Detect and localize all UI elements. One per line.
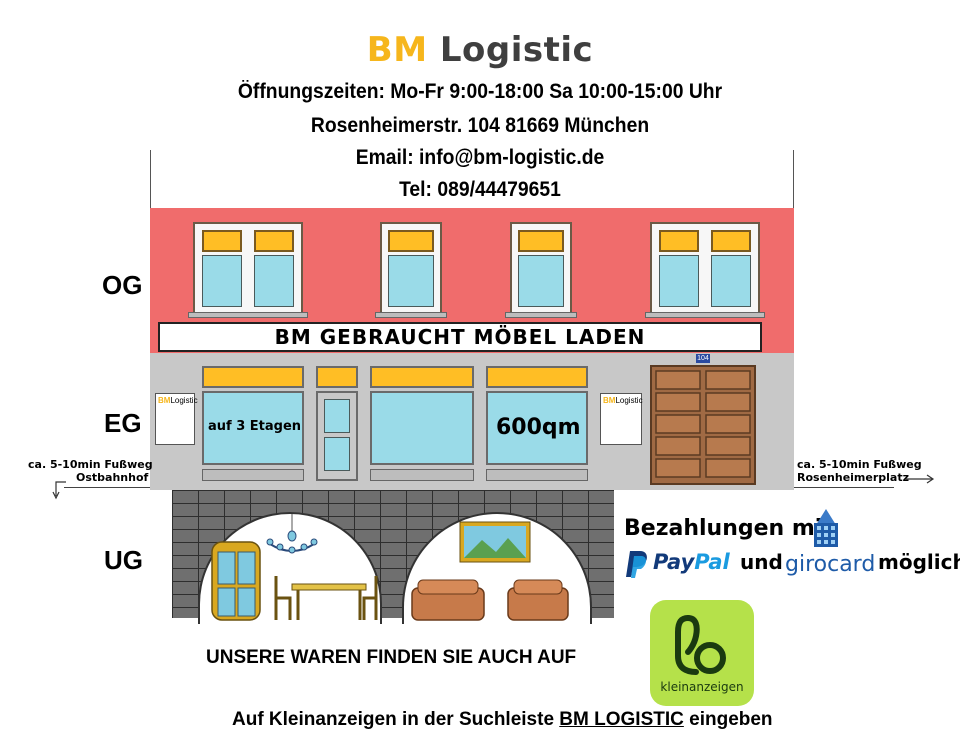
arrow-down-left-icon (52, 481, 66, 500)
direction-right-line2: Rosenheimerplatz (797, 471, 910, 484)
house-number: 104 (696, 354, 710, 363)
mini-sign-logistic: Logistic (615, 396, 643, 405)
paypal-wordmark: PayPal (653, 550, 730, 574)
paypal-pay: Pay (653, 550, 695, 574)
brand-logistic: Logistic (427, 30, 594, 70)
garage-door[interactable] (650, 365, 756, 485)
upper-transom (711, 230, 751, 252)
upper-window-pane (711, 255, 751, 307)
payment-possible: möglich (878, 550, 960, 574)
shop-window-1: auf 3 Etagen (202, 391, 304, 465)
furniture-living-scene (411, 521, 569, 621)
kleinanzeigen-icon (675, 615, 726, 675)
window-sill (505, 312, 577, 318)
direction-left-line1: ca. 5-10min Fußweg (28, 458, 153, 471)
window-sill (645, 312, 765, 318)
payment-title: Bezahlungen mit (624, 516, 833, 541)
upper-floor-facade: BM GEBRAUCHT MÖBEL LADEN (150, 208, 794, 353)
shop-window-base (370, 469, 474, 481)
mini-sign-bm: BM (158, 396, 171, 405)
marketplace-promo: UNSERE WAREN FINDEN SIE AUCH AUF (206, 647, 577, 668)
paypal-pal: Pal (694, 550, 730, 574)
mini-sign-left: BMLogistic (155, 393, 198, 445)
street-line-left (64, 487, 150, 488)
window-sill (375, 312, 447, 318)
mini-sign-logistic: Logistic (170, 396, 198, 405)
shop-window-top (202, 366, 304, 388)
brand-bm: BM (366, 30, 428, 70)
brand-title: BM Logistic (0, 30, 960, 70)
basement-brick-wall (172, 490, 614, 624)
instruction-after: eingeben (683, 709, 773, 730)
shop-window-base (486, 469, 588, 481)
upper-window-pane (659, 255, 699, 307)
upper-transom (388, 230, 434, 252)
furniture-dining-scene (211, 514, 378, 621)
kleinanzeigen-text: kleinanzeigen (660, 680, 744, 694)
basement-arch-left (198, 512, 382, 624)
arrow-right-icon (906, 474, 935, 484)
mini-sign-right: BMLogistic (600, 393, 643, 445)
instruction-before: Auf Kleinanzeigen in der Suchleiste (232, 709, 560, 730)
door-pane (324, 399, 350, 433)
instruction-highlight: BM LOGISTIC (559, 709, 684, 730)
shop-sign: BM GEBRAUCHT MÖBEL LADEN (158, 322, 762, 352)
floor-label-eg: EG (104, 408, 142, 438)
roof-line-right (793, 150, 794, 208)
roof-line-left (150, 150, 151, 208)
floor-label-og: OG (102, 270, 143, 300)
shop-window-2 (370, 391, 474, 465)
phone[interactable]: Tel: 089/44479651 (399, 178, 561, 201)
door-transom (316, 366, 358, 388)
girocard-icon (814, 509, 838, 547)
direction-left-line2: Ostbahnhof (76, 471, 149, 484)
shop-window-3: 600qm (486, 391, 588, 465)
upper-window-pane (518, 255, 564, 307)
entrance-door[interactable] (316, 391, 358, 481)
window-sill (188, 312, 308, 318)
upper-transom (659, 230, 699, 252)
shop-window-base (202, 469, 304, 481)
kleinanzeigen-logo[interactable]: kleinanzeigen (650, 600, 754, 706)
ground-floor-facade: BMLogistic auf 3 Etagen 600qm BMLogistic… (150, 353, 794, 490)
shop-window-text-right: 600qm (496, 415, 581, 440)
email[interactable]: Email: info@bm-logistic.de (355, 146, 605, 169)
mini-sign-bm: BM (603, 396, 616, 405)
paypal-icon (626, 551, 647, 578)
shop-window-text-left: auf 3 Etagen (208, 419, 302, 434)
garage-door-panels (655, 370, 751, 478)
basement-arch-right (402, 512, 592, 624)
direction-right: ca. 5-10min Fußweg Rosenheimerplatz (797, 458, 922, 484)
shop-window-top (370, 366, 474, 388)
upper-window-pane (388, 255, 434, 307)
upper-transom (518, 230, 564, 252)
upper-window-pane (254, 255, 294, 307)
opening-hours: Öffnungszeiten: Mo-Fr 9:00-18:00 Sa 10:0… (237, 80, 723, 103)
address: Rosenheimerstr. 104 81669 München (310, 114, 650, 137)
marketplace-instruction: Auf Kleinanzeigen in der Suchleiste BM L… (232, 709, 773, 731)
floor-label-ug: UG (104, 545, 143, 575)
direction-left: ca. 5-10min Fußweg Ostbahnhof (28, 458, 153, 484)
door-pane (324, 437, 350, 471)
girocard-wordmark: girocard (785, 552, 876, 577)
upper-transom (202, 230, 242, 252)
direction-right-line1: ca. 5-10min Fußweg (797, 458, 922, 471)
street-line-right (794, 487, 894, 488)
upper-window-pane (202, 255, 242, 307)
payment-and: und (740, 550, 783, 574)
shop-window-top (486, 366, 588, 388)
upper-transom (254, 230, 294, 252)
